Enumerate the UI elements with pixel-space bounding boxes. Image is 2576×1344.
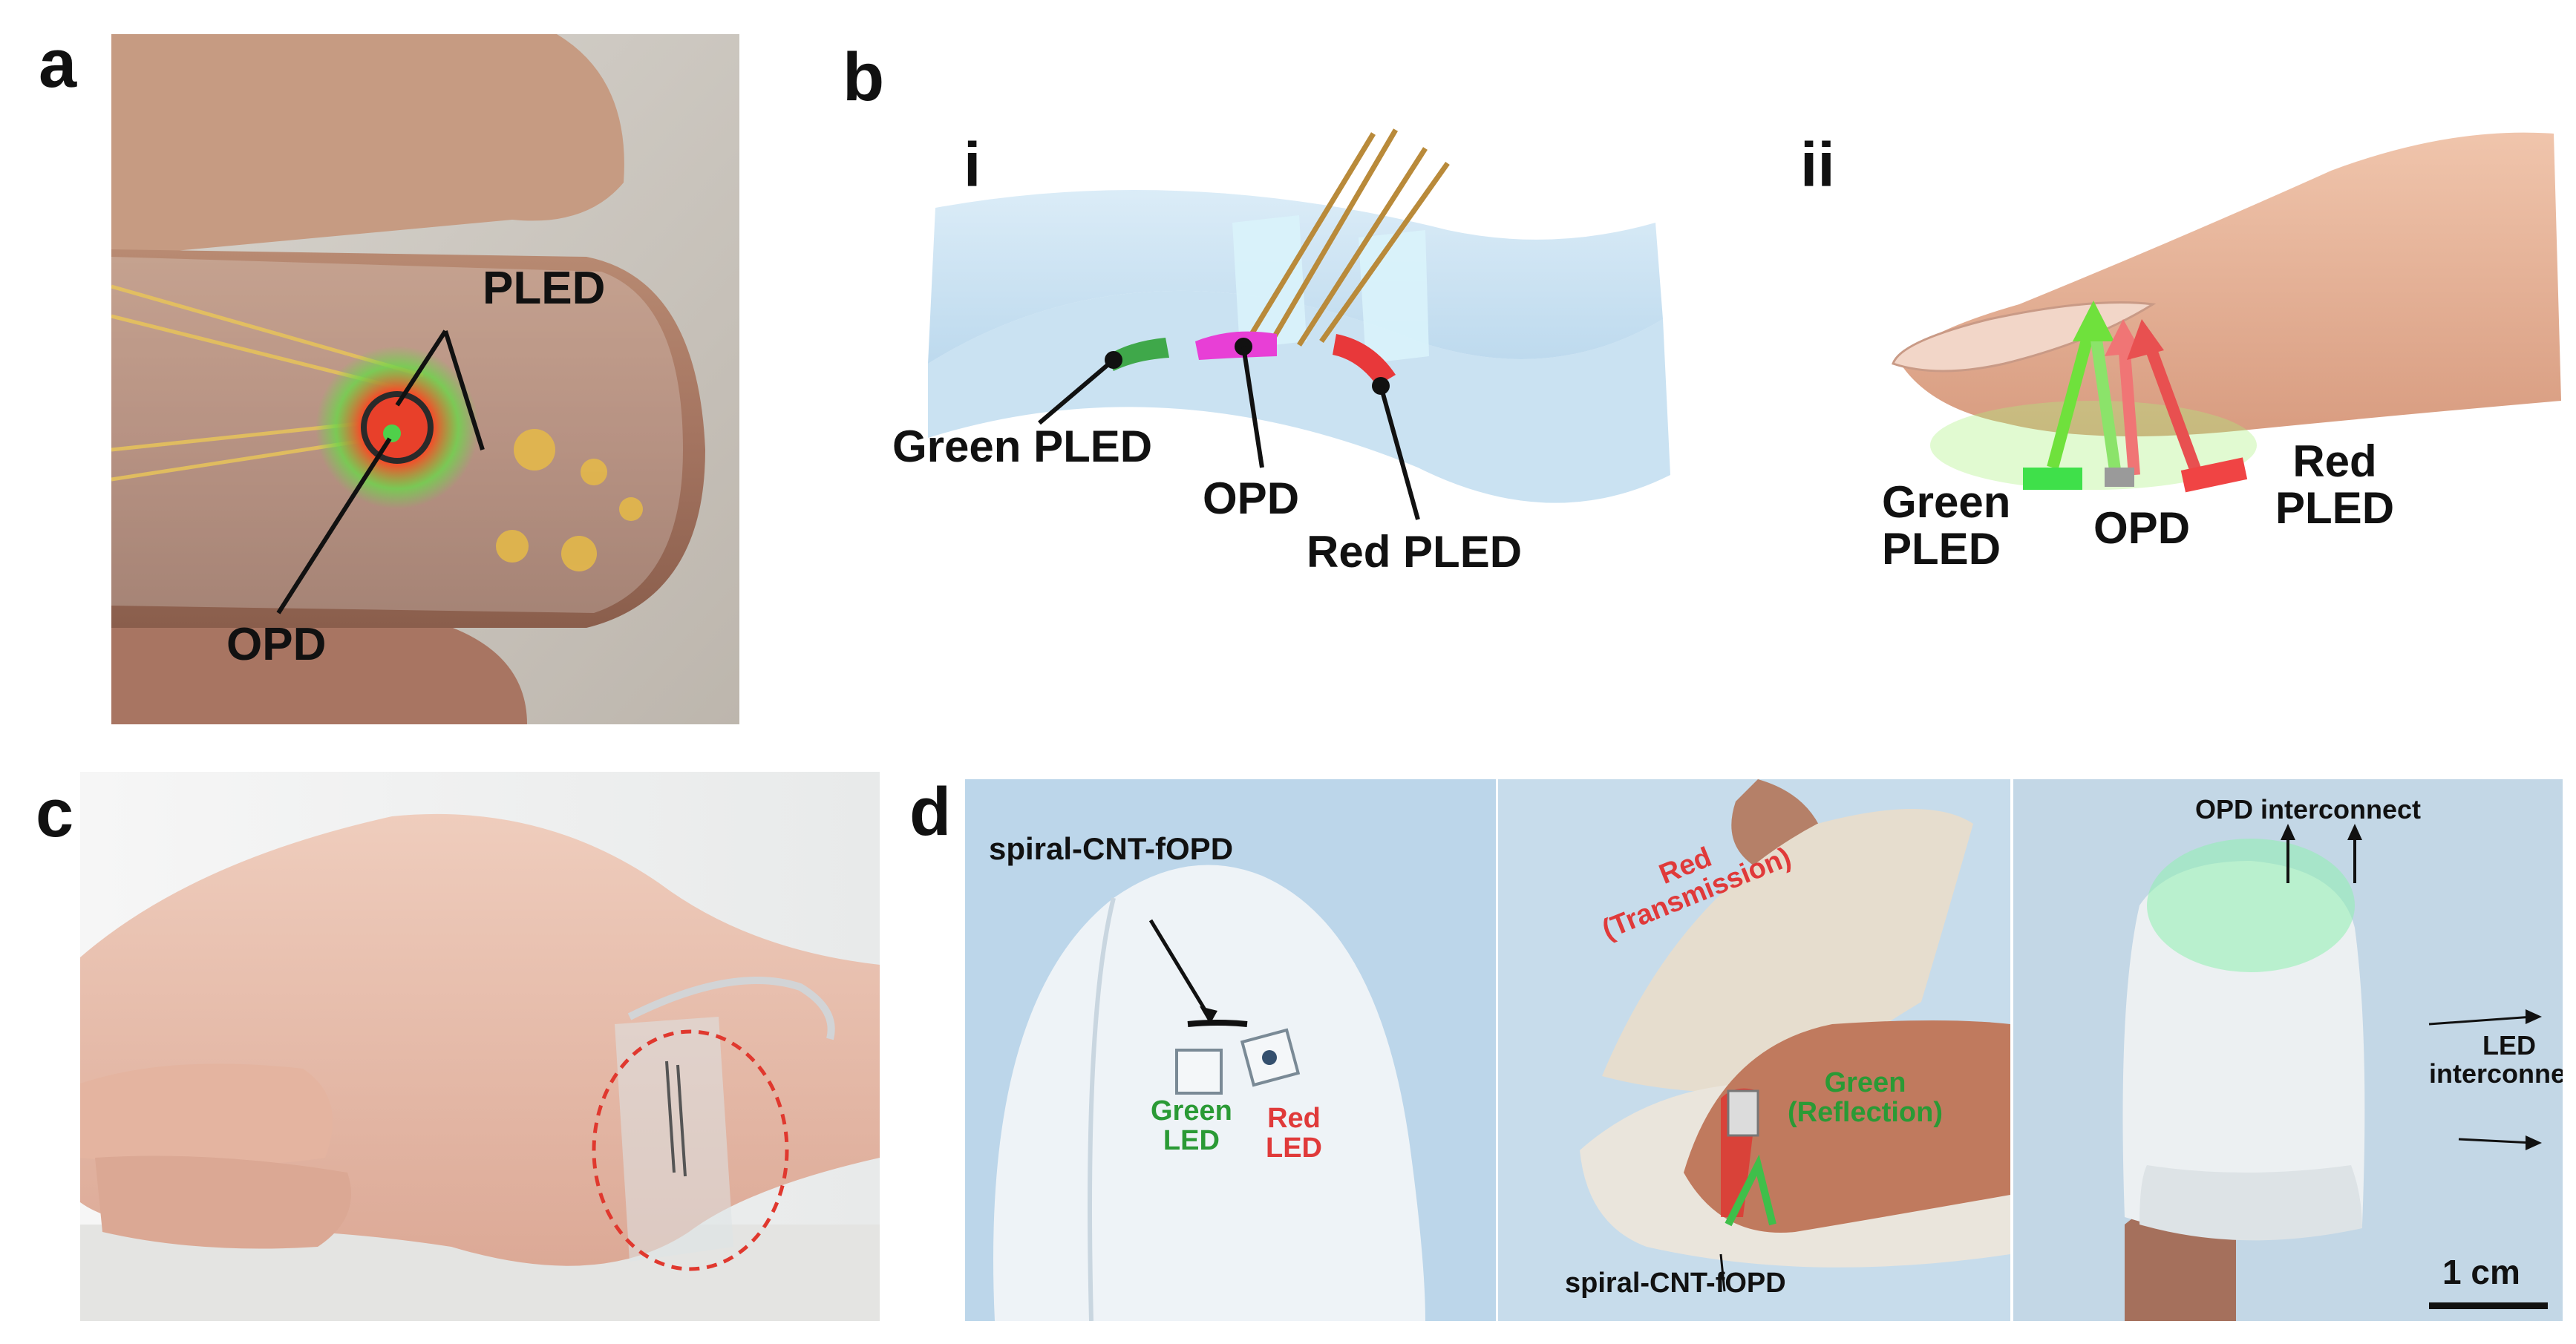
panel-b-ii-opd: OPD xyxy=(2093,503,2191,553)
panel-d-middle-photo: Red (Transmission) Green (Reflection) sp… xyxy=(1498,779,2010,1321)
panel-d-middle-green-1: Green xyxy=(1824,1067,1906,1098)
panel-d-right-opd-interconnect: OPD interconnect xyxy=(2195,794,2422,825)
panel-d-left-red: Red LED xyxy=(1266,1104,1322,1164)
panel-d-left-green: Green LED xyxy=(1151,1095,1232,1156)
panel-d-left-photo: spiral-CNT-fOPD Green LED Red LED xyxy=(965,779,1496,1321)
panel-b-i-diagram: Green PLED OPD Red PLED xyxy=(883,119,1707,594)
panel-label-c: c xyxy=(36,776,74,851)
panel-d-right-led-interconnect: LED interconnect xyxy=(2429,1032,2563,1088)
panel-d-left-spiral: spiral-CNT-fOPD xyxy=(989,831,1234,866)
panel-b-ii-red-line2: PLED xyxy=(2275,483,2395,533)
panel-a-pled-label: PLED xyxy=(483,263,606,314)
panel-b-ii-red-pled: Red PLED xyxy=(2275,438,2394,531)
panel-d-left-red-2: LED xyxy=(1266,1132,1322,1164)
panel-b-ii-label: ii xyxy=(1800,130,1835,200)
panel-b-ii-green-line2: PLED xyxy=(1882,524,2001,574)
panel-d-left-red-1: Red xyxy=(1267,1103,1321,1134)
panel-c-photo xyxy=(80,772,880,1321)
panel-b-i-green-pled: Green PLED xyxy=(892,422,1153,471)
panel-d-right-led-2: interconnect xyxy=(2429,1058,2563,1089)
panel-b-ii-red-line1: Red xyxy=(2292,436,2377,486)
panel-b-i-opd: OPD xyxy=(1203,473,1300,523)
panel-d-middle-green: Green (Reflection) xyxy=(1788,1067,1943,1128)
panel-b-i-red-pled: Red PLED xyxy=(1307,527,1523,577)
panel-d-middle-green-2: (Reflection) xyxy=(1788,1096,1943,1128)
panel-b-i-label: i xyxy=(964,130,981,200)
panel-d-left-green-2: LED xyxy=(1163,1124,1220,1156)
panel-label-d: d xyxy=(909,774,952,850)
panel-d-right-photo: OPD interconnect LED interconnect 1 cm xyxy=(2013,779,2563,1321)
panel-b-ii-green-line1: Green xyxy=(1882,477,2011,527)
panel-d-right-scale-label: 1 cm xyxy=(2442,1253,2520,1291)
panel-d-left-green-1: Green xyxy=(1151,1095,1232,1127)
panel-d-right-led-1: LED xyxy=(2482,1030,2537,1061)
panel-a-photo: PLED OPD xyxy=(111,34,739,724)
panel-a-opd-label: OPD xyxy=(226,619,327,670)
panel-label-b: b xyxy=(843,39,885,115)
panel-d-middle-spiral: spiral-CNT-fOPD xyxy=(1565,1268,1786,1299)
panel-b-ii-diagram: Green PLED OPD Red PLED xyxy=(1871,119,2569,594)
panel-b-ii-green-pled: Green PLED xyxy=(1882,479,2010,572)
panel-label-a: a xyxy=(39,26,77,102)
